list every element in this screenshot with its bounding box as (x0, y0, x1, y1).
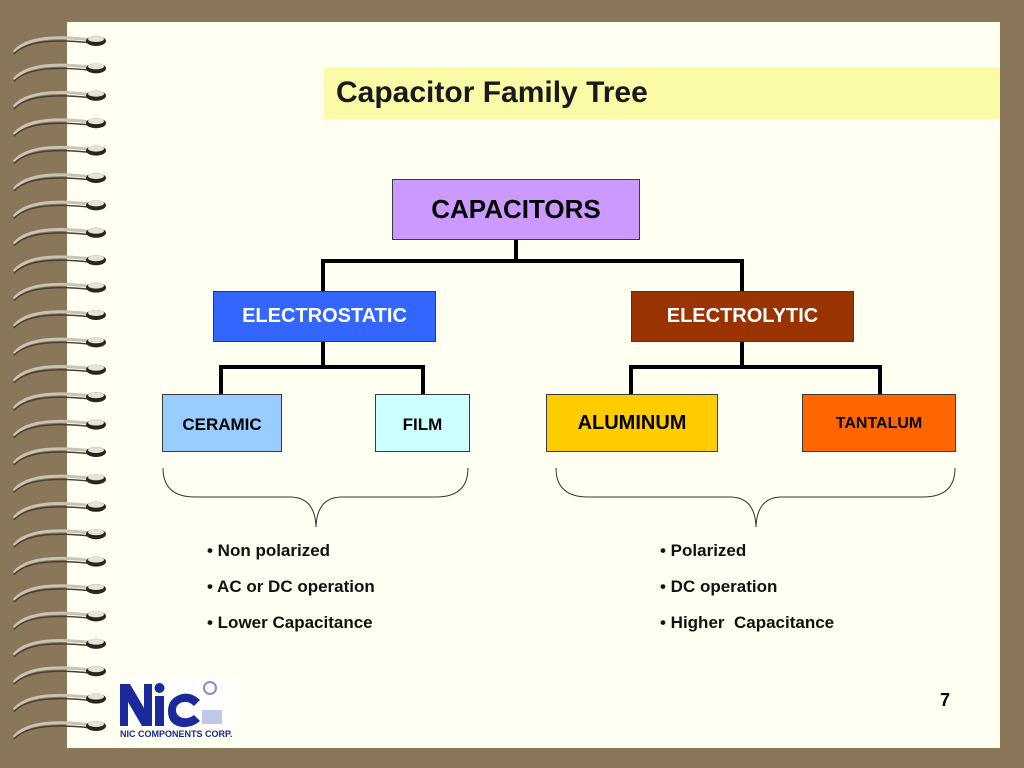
ring-wire (12, 200, 93, 218)
list-item: • AC or DC operation (207, 577, 375, 596)
ring-shadow (13, 67, 93, 82)
ring-highlight (88, 474, 104, 481)
ring-shadow (13, 533, 93, 548)
logo-caption: NIC COMPONENTS CORP. (120, 729, 233, 739)
list-item: • DC operation (660, 577, 778, 596)
ring-wire (12, 118, 93, 136)
ring-wire (12, 282, 93, 300)
list-item: • Higher Capacitance (660, 613, 835, 632)
ring-shadow (13, 451, 93, 466)
ring-highlight (88, 90, 104, 97)
ring-shadow (13, 643, 93, 658)
ring-highlight (88, 529, 104, 536)
ring-shadow (13, 615, 93, 630)
ring-highlight (88, 392, 104, 399)
ring-shadow (13, 588, 93, 603)
ring-wire (12, 36, 93, 54)
ring-shadow (13, 506, 93, 521)
ring-wire (12, 255, 93, 273)
ring-highlight (88, 227, 104, 234)
ring-highlight (88, 200, 104, 207)
ring-shadow (13, 149, 93, 165)
ring-highlight (88, 501, 104, 508)
ring-wire (12, 419, 93, 437)
slide-title: Capacitor Family Tree (336, 76, 648, 109)
electrostatic-traits-list: • Non polarized • AC or DC operation • L… (207, 541, 375, 649)
ring-highlight (88, 282, 104, 289)
ring-highlight (88, 118, 104, 125)
ring-wire (12, 365, 93, 382)
ring-shadow (13, 369, 93, 384)
ceramic-box: CERAMIC (162, 394, 282, 452)
electrolytic-traits-list: • Polarized • DC operation • Higher Capa… (660, 541, 834, 649)
ring-highlight (88, 63, 104, 70)
ring-highlight (88, 447, 104, 453)
list-item: • Lower Capacitance (207, 613, 373, 632)
ring-highlight (88, 584, 104, 590)
ring-shadow (13, 314, 93, 329)
ring-highlight (88, 419, 104, 426)
list-item: • Polarized (660, 541, 747, 560)
ring-wire (12, 91, 93, 108)
ring-shadow (13, 232, 93, 247)
ring-shadow (13, 286, 93, 302)
ring-wire (12, 639, 93, 656)
nic-logo (118, 678, 238, 728)
ring-wire (12, 392, 93, 410)
ring-shadow (13, 697, 93, 713)
list-item: • Non polarized (207, 541, 331, 560)
ring-wire (12, 721, 93, 739)
capacitors-box: CAPACITORS (392, 179, 640, 240)
aluminum-box: ALUMINUM (546, 394, 718, 452)
ring-shadow (13, 204, 93, 219)
ring-highlight (88, 721, 104, 727)
ring-shadow (13, 341, 93, 356)
ring-wire (12, 502, 93, 519)
ring-wire (12, 310, 93, 328)
ring-shadow (13, 177, 93, 192)
ring-highlight (88, 337, 104, 344)
ring-shadow (13, 122, 93, 137)
ring-highlight (88, 310, 104, 316)
ring-wire (12, 556, 93, 574)
ring-wire (12, 145, 93, 163)
ring-wire (12, 693, 93, 711)
ring-highlight (88, 364, 104, 371)
spiral-binding (12, 36, 106, 740)
ring-highlight (88, 255, 104, 262)
ring-highlight (88, 611, 104, 618)
electrostatic-box: ELECTROSTATIC (213, 291, 436, 342)
ring-shadow (13, 423, 93, 439)
ring-shadow (13, 95, 93, 110)
ring-highlight (88, 638, 104, 645)
ring-wire (12, 666, 93, 684)
ring-wire (12, 337, 93, 355)
ring-wire (12, 173, 93, 191)
ring-wire (12, 63, 93, 81)
ring-wire (12, 611, 93, 629)
ring-wire (12, 529, 93, 547)
ring-shadow (13, 40, 93, 55)
ring-wire (12, 228, 93, 245)
ring-shadow (13, 560, 93, 576)
ring-highlight (88, 36, 104, 42)
ring-highlight (88, 173, 104, 179)
ring-wire (12, 584, 93, 602)
ring-shadow (13, 725, 93, 740)
page-number: 7 (940, 690, 951, 710)
film-box: FILM (375, 394, 470, 452)
ring-highlight (88, 556, 104, 563)
ring-highlight (88, 145, 104, 152)
electrolytic-box: ELECTROLYTIC (631, 291, 854, 342)
tantalum-box: TANTALUM (802, 394, 956, 452)
ring-highlight (88, 666, 104, 673)
ring-wire (12, 474, 93, 492)
ring-wire (12, 447, 93, 465)
ring-shadow (13, 670, 93, 685)
ring-highlight (88, 693, 104, 700)
title-band (324, 68, 1000, 119)
ring-shadow (13, 478, 93, 493)
ring-shadow (13, 396, 93, 411)
ring-shadow (13, 259, 93, 274)
